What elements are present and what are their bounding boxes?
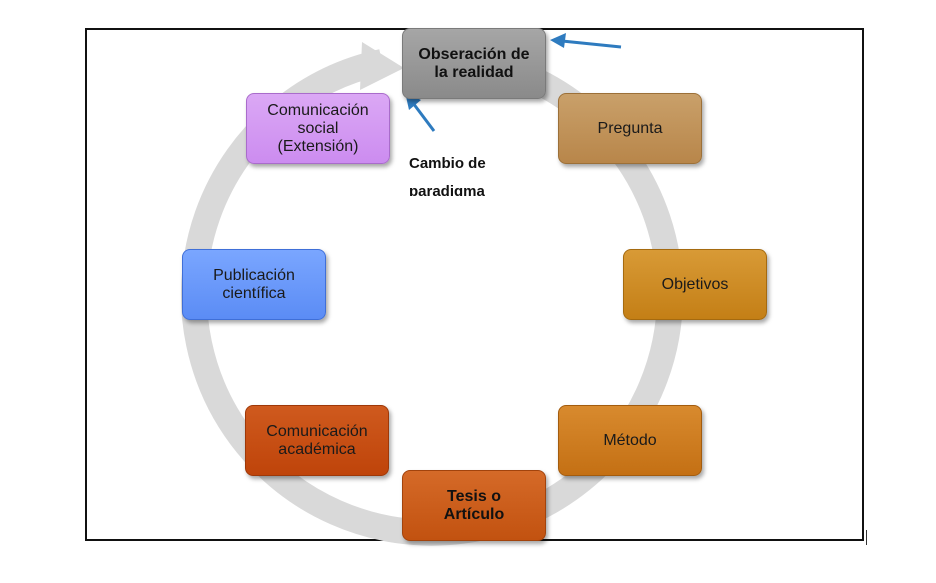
pointer-arrow-right-shaft xyxy=(561,39,622,49)
node-objetivos: Objetivos xyxy=(623,249,767,320)
node-comunicacion-academica: Comunicación académica xyxy=(245,405,389,476)
node-observacion: Obseración de la realidad xyxy=(402,28,546,99)
node-metodo: Método xyxy=(558,405,702,476)
pointer-arrow-lower-shaft xyxy=(411,102,436,132)
center-label: Cambio de paradigma xyxy=(409,155,486,196)
node-publicacion: Publicación científica xyxy=(182,249,326,320)
cycle-arrowhead xyxy=(360,42,404,90)
node-tesis: Tesis o Artículo xyxy=(402,470,546,541)
node-pregunta: Pregunta xyxy=(558,93,702,164)
pointer-arrow-right-head xyxy=(550,33,566,48)
node-comunicacion-social: Comunicación social (Extensión) xyxy=(246,93,390,164)
frame-tick xyxy=(866,530,867,545)
